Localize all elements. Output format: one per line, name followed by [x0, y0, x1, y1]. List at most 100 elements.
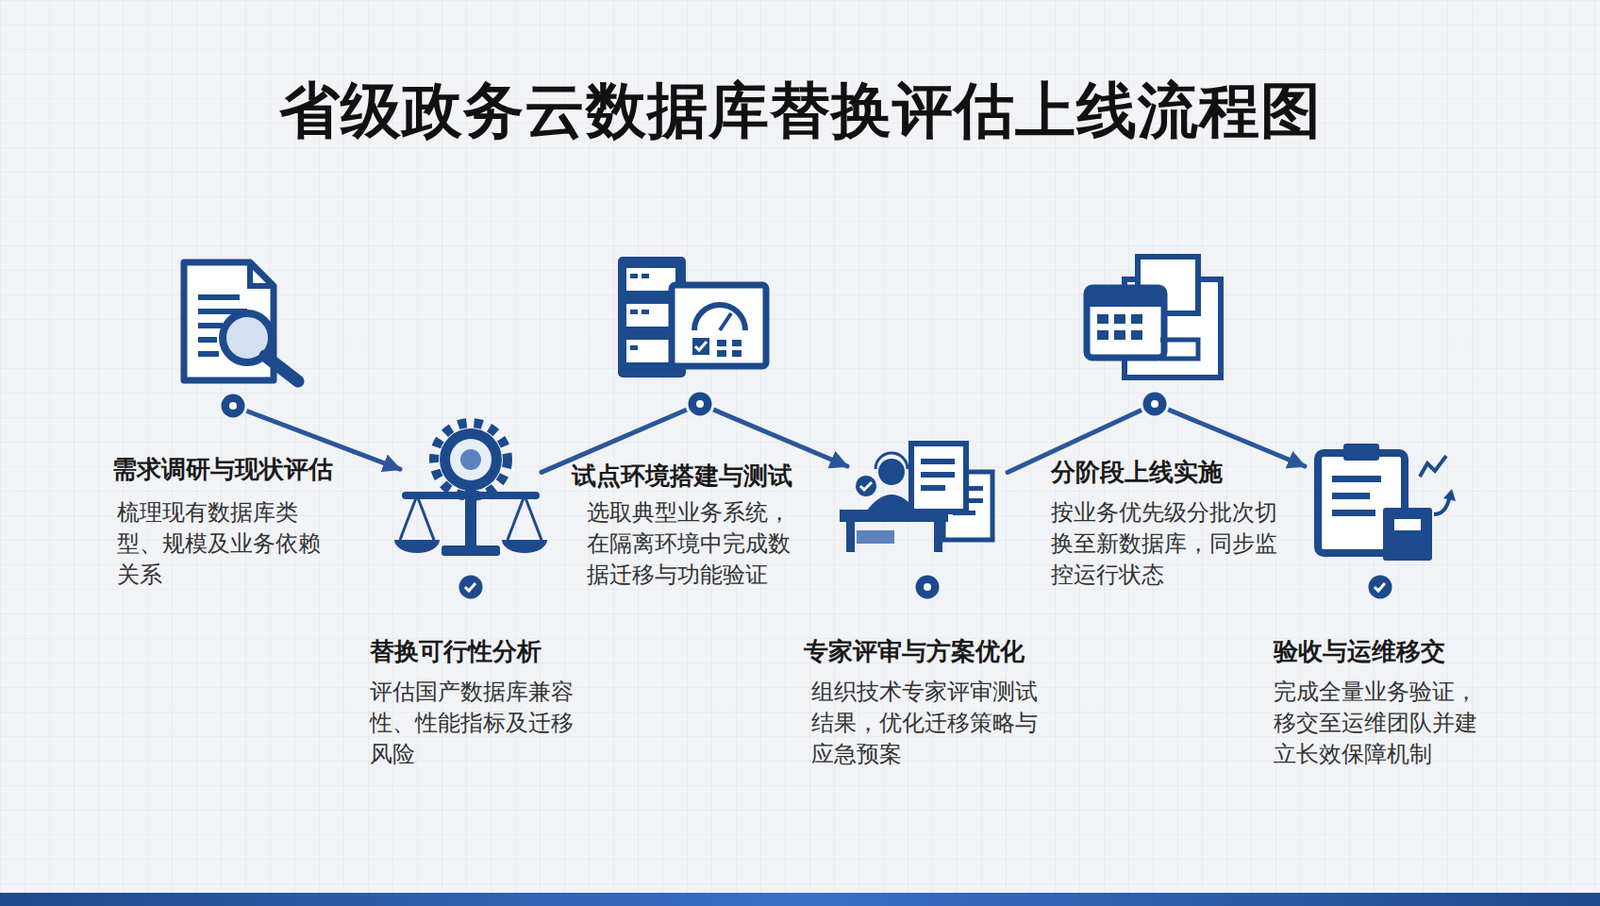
magnifier-handle: [265, 355, 299, 382]
document-icon: [1137, 256, 1199, 314]
scale-string: [507, 495, 525, 540]
dot-center: [229, 401, 237, 410]
step-description: 选取典型业务系统，在隔离环境中完成数据迁移与功能验证: [586, 497, 809, 591]
folder-tab: [1160, 339, 1199, 359]
calendar-day: [1114, 314, 1126, 324]
connector-line: [700, 403, 848, 467]
document-icon: [911, 443, 967, 512]
flow-connector: [700, 403, 848, 467]
text-line: [198, 350, 219, 357]
server-led: [641, 309, 650, 315]
monitor-key: [732, 350, 742, 357]
server-rack: [617, 256, 686, 378]
text-line: [1332, 509, 1376, 517]
step-description: 评估国产数据库兼容性、性能指标及迁移风险: [369, 676, 592, 770]
text-line: [952, 485, 984, 491]
step-description: 按业务优先级分批次切换至新数据库，同步监控运行状态: [1050, 497, 1289, 591]
step-heading: 需求调研与现状评估: [112, 453, 334, 484]
gauge-arc: [694, 304, 746, 331]
server-led: [641, 273, 650, 279]
document-icon: [1124, 279, 1221, 378]
text-line: [920, 484, 946, 491]
scale-pan: [501, 539, 548, 553]
dot-center: [923, 583, 932, 591]
connector-line: [1154, 403, 1305, 467]
document-fold: [250, 262, 274, 286]
person-body: [866, 494, 917, 512]
monitor-key: [732, 339, 742, 347]
step-node: 需求调研与现状评估梳理现有数据库类型、规模及业务依赖关系: [174, 254, 292, 406]
check-badge: [855, 475, 877, 497]
desk-leg: [933, 521, 943, 552]
step-heading: 替换可行性分析: [369, 635, 542, 667]
text-line: [198, 308, 248, 315]
server-led: [630, 345, 638, 350]
check-mark: [1374, 583, 1385, 591]
text-line: [1332, 492, 1370, 500]
server-led: [630, 273, 638, 279]
dot-center: [696, 400, 704, 408]
server-slot: [626, 267, 676, 291]
gear-inner: [450, 438, 492, 481]
clipboard-clip: [1343, 443, 1380, 461]
calendar-header: [1086, 287, 1165, 307]
calendar-icon: [1086, 287, 1165, 358]
step-dot: [219, 392, 247, 419]
calendar-day: [1114, 330, 1126, 340]
gauge-needle: [719, 313, 732, 331]
step-heading: 分阶段上线实施: [1050, 456, 1223, 487]
step-dot: [686, 390, 714, 417]
scale-beam: [405, 491, 536, 500]
step-node: 分阶段上线实施按业务优先级分批次切换至新数据库，同步监控运行状态: [1079, 252, 1231, 404]
step-dot: [1366, 573, 1394, 600]
box-label: [1394, 518, 1421, 531]
desk-leg: [846, 521, 855, 552]
step-heading: 试点环境搭建与测试: [571, 460, 793, 491]
server-slot: [626, 339, 676, 363]
desk-top: [839, 509, 949, 522]
dot-center: [1150, 400, 1159, 408]
step-dot: [914, 573, 941, 600]
text-line: [198, 294, 240, 300]
server-led: [630, 309, 638, 315]
desk-drawer: [856, 530, 895, 544]
monitor-key: [716, 350, 727, 357]
text-line: [1332, 475, 1382, 483]
person-head: [878, 458, 905, 485]
scale-pillar: [465, 483, 477, 548]
scale-pan: [394, 539, 440, 553]
scale-base: [441, 545, 500, 556]
scale-string: [524, 495, 542, 540]
step-dot: [457, 573, 484, 600]
gear-hub: [460, 449, 482, 470]
diagram-title: 省级政务云数据库替换评估上线流程图: [0, 67, 1600, 153]
check-mark: [860, 482, 872, 490]
step-heading: 专家评审与方案优化: [803, 635, 1025, 667]
headset: [875, 452, 908, 469]
magnifier-lens: [222, 313, 272, 363]
text-line: [952, 498, 984, 503]
server-slot: [626, 303, 676, 327]
trend-line: [1433, 499, 1450, 515]
step-description: 组织技术专家评审测试结果，优化迁移策略与应急预案: [811, 676, 1050, 770]
gear-body: [439, 428, 502, 491]
step-node: 验收与运维移交完成全量业务验证，移交至运维团队并建立长效保障机制: [1304, 435, 1456, 587]
check-mark: [465, 583, 476, 591]
step-description: 梳理现有数据库类型、规模及业务依赖关系: [116, 497, 339, 591]
step-dot: [1141, 390, 1168, 417]
calendar-day: [1131, 314, 1143, 324]
monitor-key: [716, 339, 727, 347]
step-node: 试点环境搭建与测试选取典型业务系统，在隔离环境中完成数据迁移与功能验证: [624, 252, 776, 404]
calendar-day: [1131, 330, 1143, 340]
scale-string: [400, 495, 417, 540]
scale-string: [416, 495, 434, 540]
document-icon: [183, 262, 274, 381]
flow-connector: [1154, 403, 1305, 467]
text-line: [198, 322, 223, 329]
document-icon: [943, 471, 993, 540]
calendar-day: [1097, 314, 1109, 324]
